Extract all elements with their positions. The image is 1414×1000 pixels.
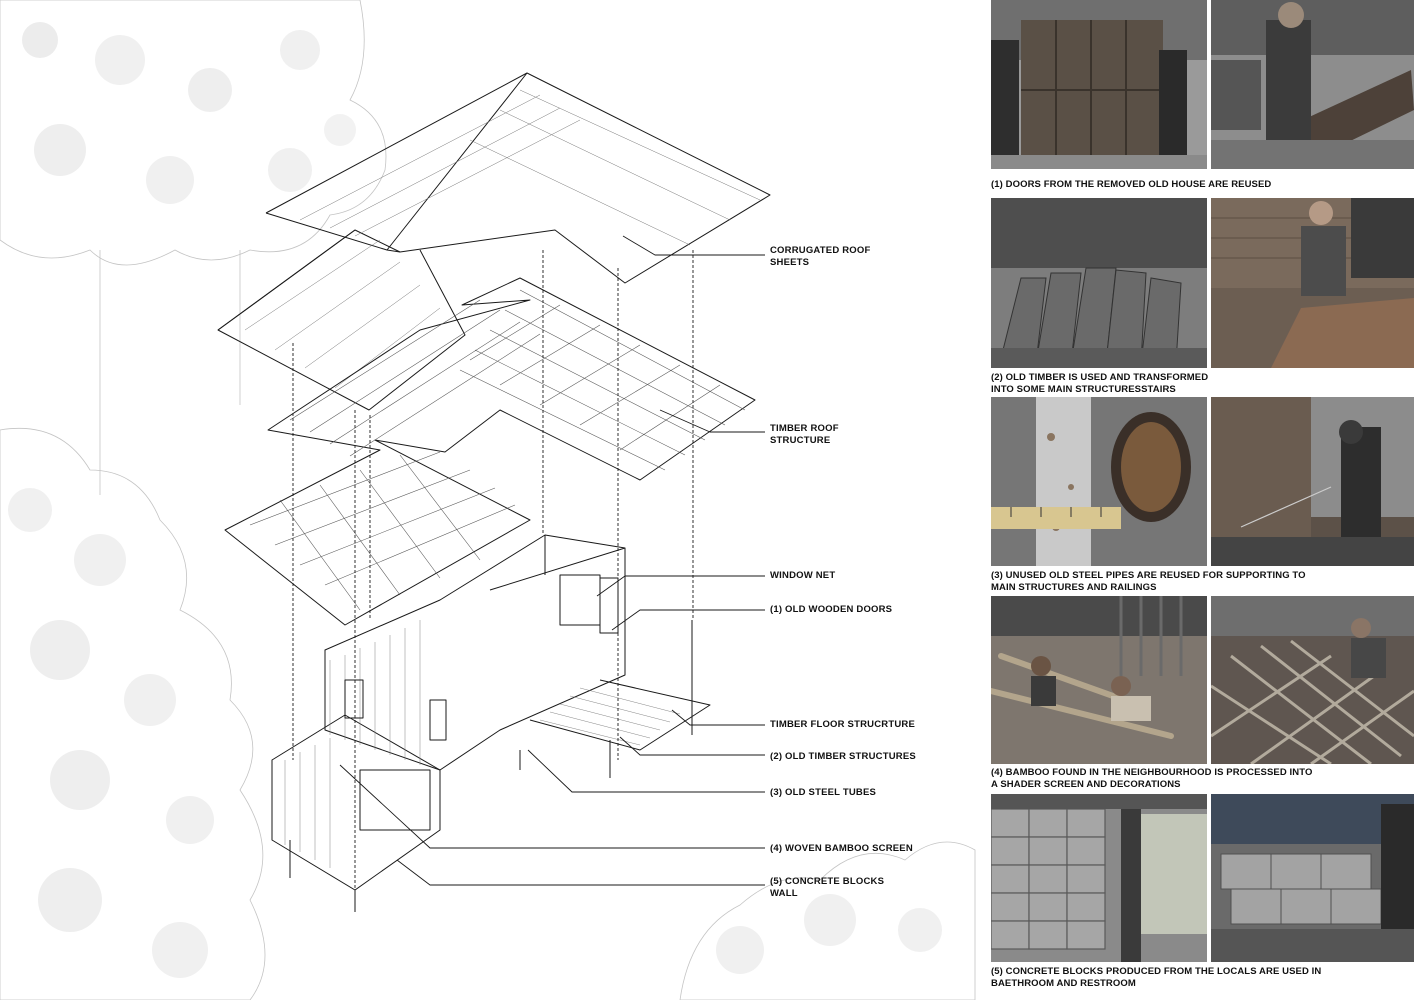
caption-concrete-blocks: (5) CONCRETE BLOCKS PRODUCED FROM THE LO… <box>991 966 1322 989</box>
bamboo-screen-laying-photo <box>1211 596 1414 764</box>
caption-bamboo: (4) BAMBOO FOUND IN THE NEIGHBOURHOOD IS… <box>991 767 1313 790</box>
corrugated-roof-sheets <box>217 72 771 411</box>
caption-old-timber: (2) OLD TIMBER IS USED AND TRANSFORMED I… <box>991 372 1209 395</box>
structure-posts <box>289 620 693 912</box>
concrete-blocks-stack-photo <box>1211 794 1414 962</box>
callout-old-wooden-doors: (1) OLD WOODEN DOORS <box>770 604 893 615</box>
callout-timber-roof-structure: TIMBER ROOF STRUCTURE <box>770 423 839 446</box>
alignment-dashed-lines <box>292 250 694 900</box>
exploded-axonometric-drawing <box>217 72 771 912</box>
worker-sanding-door-photo <box>1211 0 1414 169</box>
callout-window-net: WINDOW NET <box>770 570 836 581</box>
old-timber-logs-photo <box>991 198 1207 368</box>
callout-woven-bamboo-screen: (4) WOVEN BAMBOO SCREEN <box>770 843 913 854</box>
house-walls <box>271 534 711 891</box>
callout-corrugated-roof-sheets: CORRUGATED ROOF SHEETS <box>770 245 871 268</box>
tree-outline-left-upper <box>0 0 387 266</box>
timber-roof-structure <box>224 277 756 626</box>
steel-pipe-measuring-photo <box>991 397 1207 566</box>
welder-working-photo <box>1211 397 1414 566</box>
leader-lines <box>339 235 765 886</box>
caption-doors-reused: (1) DOORS FROM THE REMOVED OLD HOUSE ARE… <box>991 179 1272 190</box>
concrete-block-wall-photo <box>991 794 1207 962</box>
doors-being-carried-photo <box>991 0 1207 169</box>
tree-outline-left-lower <box>0 427 266 1000</box>
tree-foliage-speckles <box>8 22 942 978</box>
callout-concrete-blocks-wall: (5) CONCRETE BLOCKS WALL <box>770 876 885 899</box>
caption-steel-pipes: (3) UNUSED OLD STEEL PIPES ARE REUSED FO… <box>991 570 1306 593</box>
callout-timber-floor-structure: TIMBER FLOOR STRUCRTURE <box>770 719 915 730</box>
callout-old-steel-tubes: (3) OLD STEEL TUBES <box>770 787 877 798</box>
callout-old-timber-structures: (2) OLD TIMBER STRUCTURES <box>770 751 916 762</box>
bamboo-processing-photo <box>991 596 1207 764</box>
tree-outline-bottom-right <box>679 841 976 1000</box>
worker-carving-stair-photo <box>1211 198 1414 368</box>
